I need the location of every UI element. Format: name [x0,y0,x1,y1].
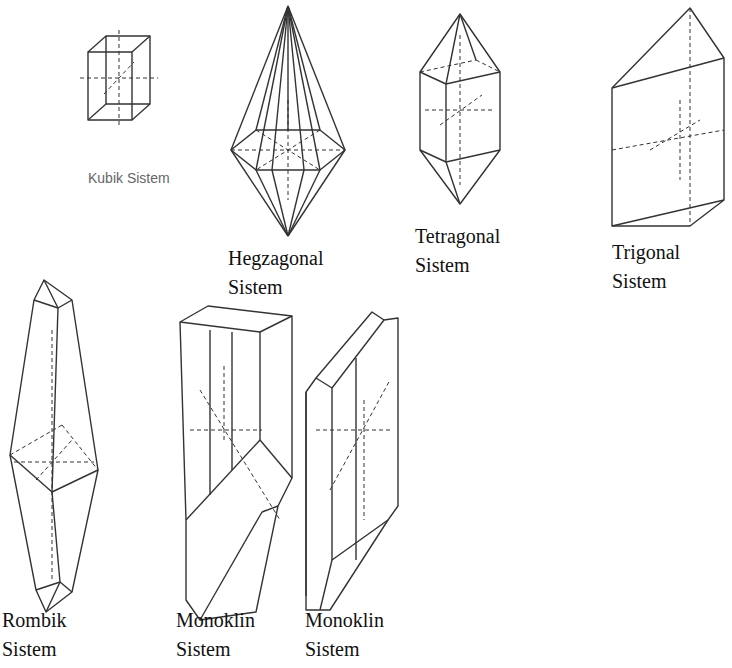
monoclinic-crystal [306,312,398,610]
system-label: Tetragonal Sistem [415,222,527,280]
system-label: Rombik Sistem [2,606,88,664]
orthorhombic-crystal [10,280,98,612]
tetragonal-crystal [420,14,500,204]
system-label: Hegzagonal Sistem [228,244,340,302]
cubic-crystal [80,30,158,128]
hexagonal-crystal [231,6,345,236]
system-label: Monoklin Sistem [305,606,401,664]
trigonal-crystal [612,8,724,226]
system-label: Trigonal Sistem [612,238,712,296]
system-label: Kubik Sistem [88,168,170,188]
monoclinic-crystal [180,306,292,620]
system-label: Monoklin Sistem [176,606,272,664]
